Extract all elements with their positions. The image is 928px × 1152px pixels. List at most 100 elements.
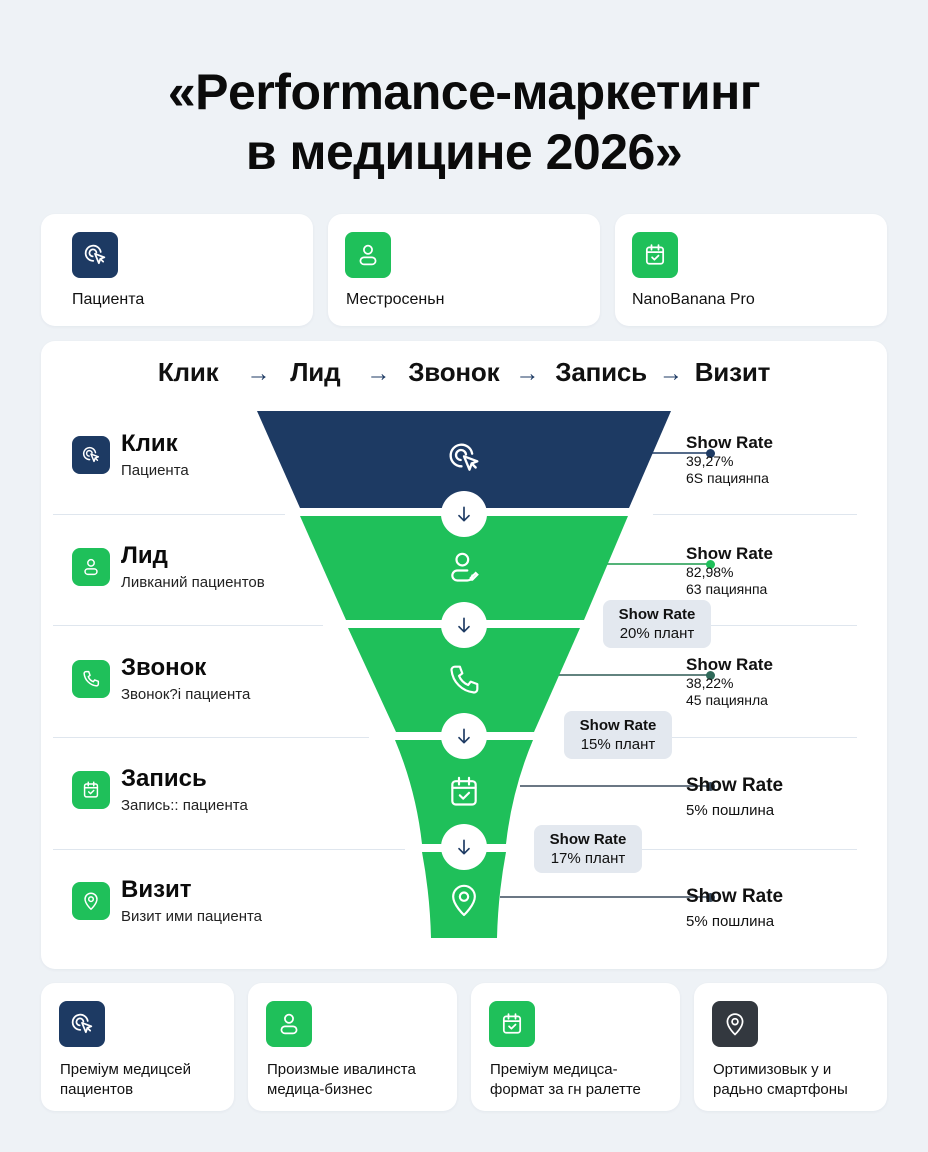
- user-icon: [72, 548, 110, 586]
- cursor-click-icon: [449, 443, 479, 471]
- arrow-right-icon: →: [366, 360, 391, 387]
- pill-value: 15% плант: [580, 736, 656, 753]
- rate-detail: 63 пациянпа: [686, 581, 768, 597]
- divider: [53, 737, 369, 738]
- divider: [653, 514, 857, 515]
- pill-title: Show Rate: [579, 717, 657, 734]
- title-line-1: «Performance-маркетинг: [167, 64, 761, 120]
- flow-step-click: Клик: [157, 357, 219, 387]
- flow-step-call: Звонок: [408, 357, 500, 387]
- calendar-check-icon: [632, 232, 678, 278]
- stage-title: Запись: [121, 765, 207, 792]
- cursor-click-icon: [72, 436, 110, 474]
- bottom-card-4: Ортимизовык у и радьно смартфоны: [694, 983, 887, 1111]
- user-edit-icon: [451, 552, 479, 582]
- step-arrow: [441, 602, 487, 648]
- divider: [617, 737, 857, 738]
- rate-value: 38,22%: [686, 675, 734, 691]
- pill-value: 17% плант: [550, 850, 626, 867]
- top-card-1: Пациента: [41, 214, 313, 326]
- show-rate-booking: Show Rate 5% пошлина: [686, 776, 783, 820]
- rate-detail: 6S пациянпа: [686, 470, 769, 486]
- show-rate-call: Show Rate 38,22% 45 пациянла: [686, 655, 773, 709]
- bottom-card-2: Произмые ивалинста медица-бизнес: [248, 983, 457, 1111]
- arrow-right-icon: →: [515, 360, 540, 387]
- divider: [613, 849, 857, 850]
- stage-title: Визит: [121, 876, 192, 903]
- show-rate-visit: Show Rate 5% пошлина: [686, 886, 784, 931]
- phone-icon: [72, 660, 110, 698]
- bottom-card-1: Премiум медицсей пациентов: [41, 983, 234, 1111]
- conversion-pill: Show Rate 15% плант: [564, 711, 672, 759]
- conversion-pill: Show Rate 17% плант: [534, 825, 642, 873]
- rate-value: 39,27%: [686, 453, 734, 469]
- arrow-right-icon: →: [658, 360, 683, 387]
- pill-value: 20% плант: [619, 625, 695, 642]
- step-arrow: [441, 824, 487, 870]
- rate-title: Show Rate: [686, 886, 784, 907]
- step-arrow: [441, 491, 487, 537]
- rate-detail: 45 пациянла: [686, 692, 768, 708]
- connector-dot: [706, 671, 715, 680]
- top-card-3: NanoBanana Pro: [615, 214, 887, 326]
- rate-value: 5% пошлина: [686, 913, 775, 930]
- calendar-check-icon: [489, 1001, 535, 1047]
- bottom-card-label: Премiум медицса- формат за гн ралетте: [490, 1061, 641, 1098]
- map-pin-icon: [712, 1001, 758, 1047]
- connector-dot: [706, 893, 715, 902]
- arrow-down-icon: [458, 728, 470, 744]
- calendar-check-icon: [72, 771, 110, 809]
- connector-dot: [706, 560, 715, 569]
- rate-title: Show Rate: [686, 544, 773, 563]
- connector-dot: [706, 449, 715, 458]
- bottom-card-label: Ортимизовык у и радьно смартфоны: [713, 1061, 848, 1098]
- conversion-pill: Show Rate 20% плант: [603, 600, 711, 648]
- stage-subtitle: Пациента: [121, 462, 189, 479]
- page-title: «Performance-маркетинг в медицине 2026»: [0, 62, 928, 182]
- cursor-click-icon: [72, 232, 118, 278]
- rate-value: 5% пошлина: [686, 802, 775, 819]
- stage-title: Звонок: [121, 654, 207, 681]
- calendar-check-icon: [451, 776, 477, 806]
- top-card-label: Местросеньн: [346, 291, 445, 308]
- divider: [53, 514, 285, 515]
- stage-subtitle: Визит ими пациента: [121, 908, 263, 925]
- connector-dot: [706, 782, 715, 791]
- arrow-down-icon: [458, 506, 470, 522]
- arrow-right-icon: →: [246, 360, 271, 387]
- bottom-card-label: Премiум медицсей пациентов: [60, 1061, 192, 1098]
- show-rate-lead: Show Rate 82,98% 63 пациянпа: [686, 544, 773, 598]
- flow-steps: Клик → Лид → Звонок → Запись → Визит: [41, 357, 887, 388]
- top-card-2: Местросеньн: [328, 214, 600, 326]
- divider: [649, 625, 857, 626]
- map-pin-icon: [452, 884, 476, 917]
- flow-step-booking: Запись: [555, 357, 647, 387]
- stage-subtitle: Ливканий пациентов: [121, 574, 265, 591]
- rate-title: Show Rate: [686, 655, 773, 674]
- pill-title: Show Rate: [618, 606, 696, 623]
- step-arrow: [441, 713, 487, 759]
- map-pin-icon: [72, 882, 110, 920]
- pill-title: Show Rate: [549, 831, 627, 848]
- divider: [53, 849, 405, 850]
- divider: [53, 625, 323, 626]
- show-rate-click: Show Rate 39,27% 6S пациянпа: [686, 433, 773, 487]
- stage-subtitle: Звонок?i пациента: [121, 686, 251, 703]
- user-icon: [266, 1001, 312, 1047]
- cursor-click-icon: [59, 1001, 105, 1047]
- rate-title: Show Rate: [686, 433, 773, 452]
- user-icon: [345, 232, 391, 278]
- bottom-card-label: Произмые ивалинста медица-бизнес: [267, 1061, 416, 1098]
- flow-step-visit: Визит: [694, 357, 771, 387]
- bottom-card-3: Премiум медицса- формат за гн ралетте: [471, 983, 680, 1111]
- rate-value: 82,98%: [686, 564, 734, 580]
- stage-title: Клик: [121, 430, 178, 457]
- arrow-down-icon: [458, 839, 470, 855]
- arrow-down-icon: [458, 617, 470, 633]
- stage-title: Лид: [121, 542, 168, 569]
- top-card-label: Пациента: [72, 291, 145, 308]
- flow-step-lead: Лид: [290, 357, 341, 387]
- stage-subtitle: Запись:: пациента: [121, 797, 248, 814]
- phone-icon: [450, 665, 479, 694]
- top-card-label: NanoBanana Pro: [632, 291, 755, 308]
